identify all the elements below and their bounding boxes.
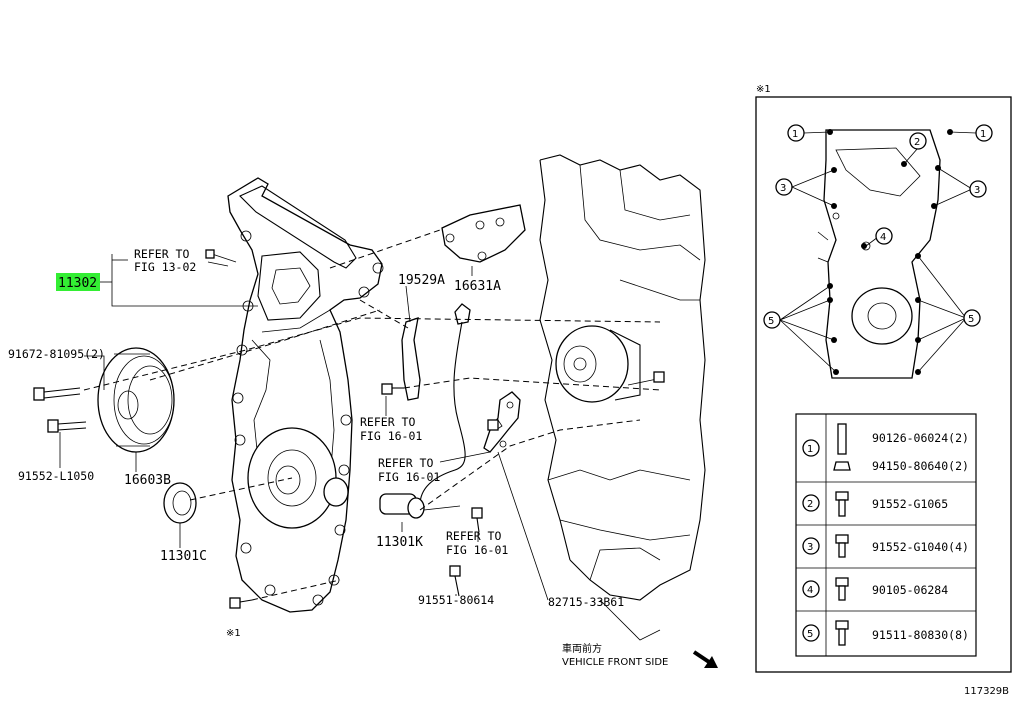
svg-text:3: 3 (974, 185, 980, 196)
legend-part-90105[interactable]: 90105-06284 (872, 583, 948, 597)
bolt-head-icon (835, 577, 849, 587)
timing-chain-cover-11302 (205, 177, 384, 613)
bolt-near-sensor (471, 507, 483, 533)
svg-text:5: 5 (768, 316, 774, 327)
figure-id: 117329B (964, 686, 1009, 697)
part-label-91672[interactable]: 91672-81095(2) (8, 347, 105, 361)
leader-lines (59, 254, 549, 601)
svg-text:2: 2 (914, 137, 920, 148)
inset-callout-1-right: 1 (975, 124, 993, 142)
part-label-19529A[interactable]: 19529A (398, 273, 445, 288)
bracket-16631A (441, 204, 526, 263)
bolt-91551 (449, 565, 461, 597)
inset-callout-5-left: 5 (763, 311, 781, 329)
bolt-91672 (33, 387, 81, 401)
svg-text:5: 5 (807, 629, 813, 640)
part-label-11301K[interactable]: 11301K (376, 535, 423, 550)
refer-label-16-01-a-line2[interactable]: FIG 16-01 (360, 429, 422, 443)
bolt-head-icon (835, 491, 849, 501)
refer-label-13-02-line1: REFER TO (134, 247, 189, 261)
part-label-91551-80614[interactable]: 91551-80614 (418, 593, 494, 607)
svg-text:5: 5 (968, 314, 974, 325)
bolt-head-icon (835, 534, 849, 544)
legend-row-5: 5 91511-80830(8) (802, 620, 969, 646)
legend-row-3: 3 91552-G1040(4) (802, 534, 969, 558)
vehicle-front-en: VEHICLE FRONT SIDE (562, 657, 668, 668)
refer-label-16-01-c-line1: REFER TO (446, 529, 501, 543)
svg-text:3: 3 (780, 183, 786, 194)
legend-row-1: 1 90126-06024(2) 94150-80640(2) (802, 423, 969, 473)
inset-callout-1-left: 1 (787, 124, 805, 142)
front-direction-arrow-icon (692, 650, 718, 668)
refer-label-16-01-b-line1: REFER TO (378, 456, 433, 470)
inset-callout-3-right: 3 (969, 180, 987, 198)
svg-text:1: 1 (980, 129, 986, 140)
nut-icon (833, 461, 851, 471)
vehicle-front-jp: 車両前方 (562, 642, 602, 655)
part-label-91552-L1050[interactable]: 91552-L1050 (18, 469, 94, 483)
part-label-11302[interactable]: 11302 (58, 276, 97, 291)
svg-text:4: 4 (807, 585, 813, 596)
inset-panel: ※1 1 (755, 84, 1012, 673)
inset-callout-3-left: 3 (775, 178, 793, 196)
legend-part-90126[interactable]: 90126-06024(2) (872, 431, 969, 445)
stud-icon (837, 423, 847, 455)
refer-label-16-01-c-line2[interactable]: FIG 16-01 (446, 543, 508, 557)
fastener-legend-table: 1 90126-06024(2) 94150-80640(2) 2 91552-… (795, 413, 977, 657)
part-label-16603B[interactable]: 16603B (124, 473, 171, 488)
bolt-head-icon (835, 620, 849, 630)
part-label-11301C[interactable]: 11301C (160, 549, 207, 564)
bolt-91552L (47, 419, 87, 433)
svg-text:2: 2 (807, 499, 813, 510)
legend-part-94150[interactable]: 94150-80640(2) (872, 459, 969, 473)
inset-callout-5-right: 5 (963, 309, 981, 327)
refer-label-16-01-b-line2[interactable]: FIG 16-01 (378, 470, 440, 484)
engine-block-drawing (539, 154, 706, 641)
sensor-11301K (379, 303, 471, 519)
oil-seal-11301C (163, 482, 197, 524)
legend-part-91511[interactable]: 91511-80830(8) (872, 628, 969, 642)
bracket-19529A (401, 317, 421, 401)
highlight-box (56, 273, 100, 291)
bolt-19529A (381, 383, 404, 395)
bolt-bracket-82715 (487, 419, 499, 431)
note-mark-bottom: ※1 (226, 628, 241, 639)
svg-text:4: 4 (880, 232, 886, 243)
legend-part-91552-G1065[interactable]: 91552-G1065 (872, 497, 948, 511)
inset-callout-2: 2 (909, 132, 927, 150)
svg-text:3: 3 (807, 542, 813, 553)
legend-part-91552-G1040[interactable]: 91552-G1040(4) (872, 540, 969, 554)
legend-row-2: 2 91552-G1065 (802, 491, 948, 517)
inset-callout-4: 4 (875, 227, 893, 245)
bolt-left-bottom (229, 597, 253, 609)
part-label-82715-33B61[interactable]: 82715-33B61 (548, 595, 624, 609)
crank-pulley-16603B (97, 347, 175, 453)
refer-label-16-01-a-line1: REFER TO (360, 415, 415, 429)
inset-note-mark: ※1 (756, 84, 771, 95)
part-label-16631A[interactable]: 16631A (454, 279, 501, 294)
refer-label-13-02-line2[interactable]: FIG 13-02 (134, 260, 196, 274)
svg-text:1: 1 (792, 129, 798, 140)
legend-row-4: 4 90105-06284 (802, 577, 948, 601)
assembly-lines (83, 229, 661, 601)
svg-text:1: 1 (807, 444, 813, 455)
